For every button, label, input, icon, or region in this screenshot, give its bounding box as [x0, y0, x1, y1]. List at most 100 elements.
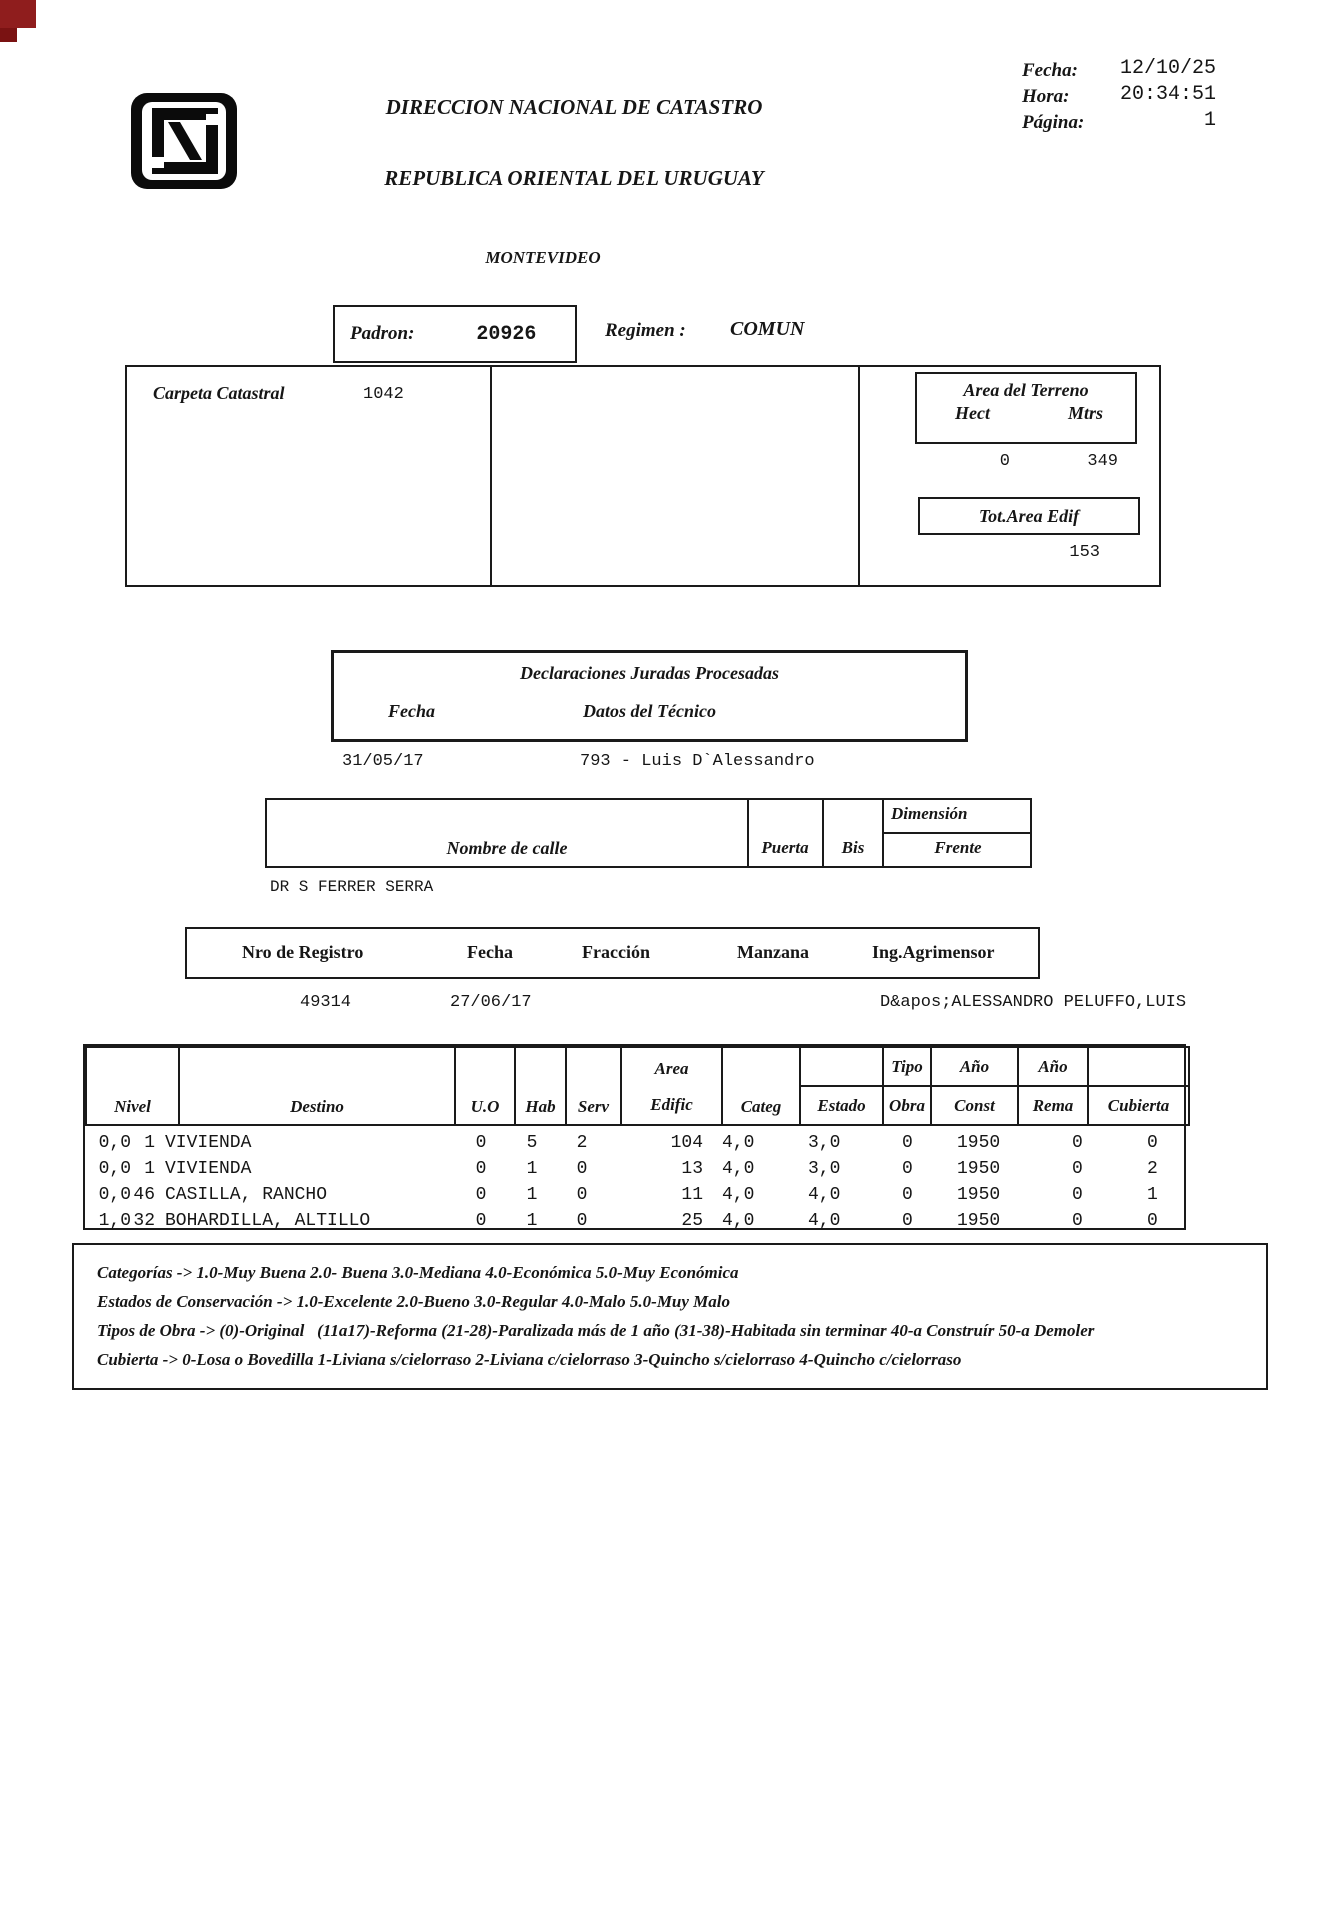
- hora-value: 20:34:51: [1119, 83, 1216, 106]
- col-edific: Edific: [650, 1094, 693, 1114]
- registro-header-agrimensor: Ing.Agrimensor: [872, 942, 995, 962]
- area-terreno-box: Area del Terreno Hect Mtrs: [915, 372, 1137, 444]
- registro-header-nro: Nro de Registro: [242, 942, 364, 962]
- col-rema: Rema: [1017, 1085, 1089, 1126]
- col-obra: Obra: [882, 1085, 932, 1126]
- col-area-top: Area: [654, 1058, 689, 1078]
- divider: [490, 365, 492, 587]
- cell-dnum: 1: [144, 1133, 155, 1153]
- cell-tipo: 0: [902, 1133, 913, 1153]
- cell-dnum: 32: [133, 1211, 155, 1231]
- cell-serv: 0: [576, 1159, 588, 1179]
- cell-hab: 1: [526, 1185, 538, 1205]
- registro-header-manzana: Manzana: [737, 942, 809, 962]
- registro-agrimensor-value: D&apos;ALESSANDRO PELUFFO,LUIS: [880, 993, 1187, 1012]
- department-title: MONTEVIDEO: [485, 248, 601, 267]
- divider: [747, 800, 749, 866]
- cell-arema: 0: [1072, 1185, 1083, 1205]
- cell-dname: VIVIENDA: [165, 1159, 252, 1179]
- cell-hab: 1: [526, 1211, 538, 1231]
- col-hab: Hab: [514, 1046, 567, 1126]
- cell-area: 25: [681, 1211, 703, 1231]
- col-area-edific: Area Edific: [620, 1046, 723, 1126]
- col-tipo: Tipo: [882, 1046, 932, 1087]
- cell-hab: 1: [526, 1159, 538, 1179]
- cell-estado: 4,0: [808, 1185, 841, 1205]
- cell-arema: 0: [1072, 1133, 1083, 1153]
- calle-table: Nombre de calle Puerta Bis Dimensión Fre…: [265, 798, 1032, 868]
- fecha-value: 12/10/25: [1119, 57, 1216, 80]
- cell-serv: 0: [576, 1185, 588, 1205]
- cell-cub: 0: [1147, 1133, 1158, 1153]
- cell-arema: 0: [1072, 1211, 1083, 1231]
- col-estado-top: [799, 1046, 884, 1087]
- regimen-label: Regimen :: [605, 320, 686, 341]
- legend-box: Categorías -> 1.0-Muy Buena 2.0- Buena 3…: [72, 1243, 1268, 1390]
- cell-tipo: 0: [902, 1185, 913, 1205]
- cell-tipo: 0: [902, 1159, 913, 1179]
- declaraciones-tecnico-label: Datos del Técnico: [583, 701, 716, 721]
- cell-uo: 0: [475, 1159, 487, 1179]
- col-cubierta: Cubierta: [1087, 1085, 1190, 1126]
- cell-tipo: 0: [902, 1211, 913, 1231]
- hect-value: 0: [999, 452, 1010, 471]
- note-line: Categorías -> 1.0-Muy Buena 2.0- Buena 3…: [97, 1263, 739, 1282]
- tot-area-value: 153: [1069, 543, 1100, 562]
- cell-categ: 4,0: [722, 1159, 755, 1179]
- registro-table: Nro de Registro Fecha Fracción Manzana I…: [185, 927, 1040, 979]
- cell-categ: 4,0: [722, 1185, 755, 1205]
- org-title: DIRECCION NACIONAL DE CATASTRO: [385, 95, 763, 119]
- tot-area-label: Tot.Area Edif: [978, 505, 1080, 526]
- col-categ: Categ: [721, 1046, 801, 1126]
- col-ano-const-top: Año: [930, 1046, 1019, 1087]
- cell-dnum: 1: [144, 1159, 155, 1179]
- col-nivel: Nivel: [85, 1046, 180, 1126]
- cell-dname: VIVIENDA: [165, 1133, 252, 1153]
- cell-uo: 0: [475, 1211, 487, 1231]
- cell-area: 104: [670, 1133, 703, 1153]
- construcciones-table: Nivel Destino U.O Hab Serv Area Edific C…: [83, 1044, 1190, 1232]
- mtrs-label: Mtrs: [1067, 403, 1103, 423]
- country-title: REPUBLICA ORIENTAL DEL URUGUAY: [384, 166, 764, 190]
- note-line: Estados de Conservación -> 1.0-Excelente…: [97, 1292, 731, 1311]
- cell-area: 13: [681, 1159, 703, 1179]
- note-line: Tipos de Obra -> (0)-Original (11a17)-Re…: [97, 1321, 1095, 1340]
- declaraciones-fecha-value: 31/05/17: [342, 752, 424, 771]
- cell-serv: 0: [576, 1211, 588, 1231]
- col-const: Const: [930, 1085, 1019, 1126]
- cell-aconst: 1950: [957, 1159, 1001, 1179]
- hora-label: Hora:: [1022, 86, 1070, 107]
- cell-estado: 3,0: [808, 1133, 841, 1153]
- declaraciones-box: Declaraciones Juradas Procesadas Fecha D…: [331, 650, 968, 742]
- construcciones-header: Nivel Destino U.O Hab Serv Area Edific C…: [85, 1046, 1190, 1126]
- cell-cub: 1: [1147, 1185, 1158, 1205]
- registro-header-fecha: Fecha: [467, 942, 513, 962]
- declaraciones-title: Declaraciones Juradas Procesadas: [520, 663, 779, 683]
- tot-area-box: Tot.Area Edif: [918, 497, 1140, 535]
- scan-mark: [0, 28, 17, 42]
- dnc-logo-icon: [128, 90, 243, 200]
- dimension-label: Dimensión: [891, 804, 968, 823]
- cell-aconst: 1950: [957, 1185, 1001, 1205]
- col-destino: Destino: [178, 1046, 456, 1126]
- cell-dnum: 46: [133, 1185, 155, 1205]
- nombre-calle-value: DR S FERRER SERRA: [270, 878, 434, 896]
- cell-nivel: 0,0: [98, 1133, 131, 1153]
- cell-aconst: 1950: [957, 1133, 1001, 1153]
- cell-arema: 0: [1072, 1159, 1083, 1179]
- regimen-value: COMUN: [730, 318, 805, 340]
- hect-label: Hect: [955, 403, 990, 423]
- carpeta-label: Carpeta Catastral: [153, 383, 285, 403]
- declaraciones-fecha-label: Fecha: [388, 701, 435, 721]
- cell-dname: BOHARDILLA, ALTILLO: [165, 1211, 371, 1231]
- col-uo: U.O: [454, 1046, 516, 1126]
- cell-nivel: 1,0: [98, 1211, 131, 1231]
- cell-nivel: 0,0: [98, 1159, 131, 1179]
- cell-nivel: 0,0: [98, 1185, 131, 1205]
- registro-nro-value: 49314: [300, 993, 352, 1012]
